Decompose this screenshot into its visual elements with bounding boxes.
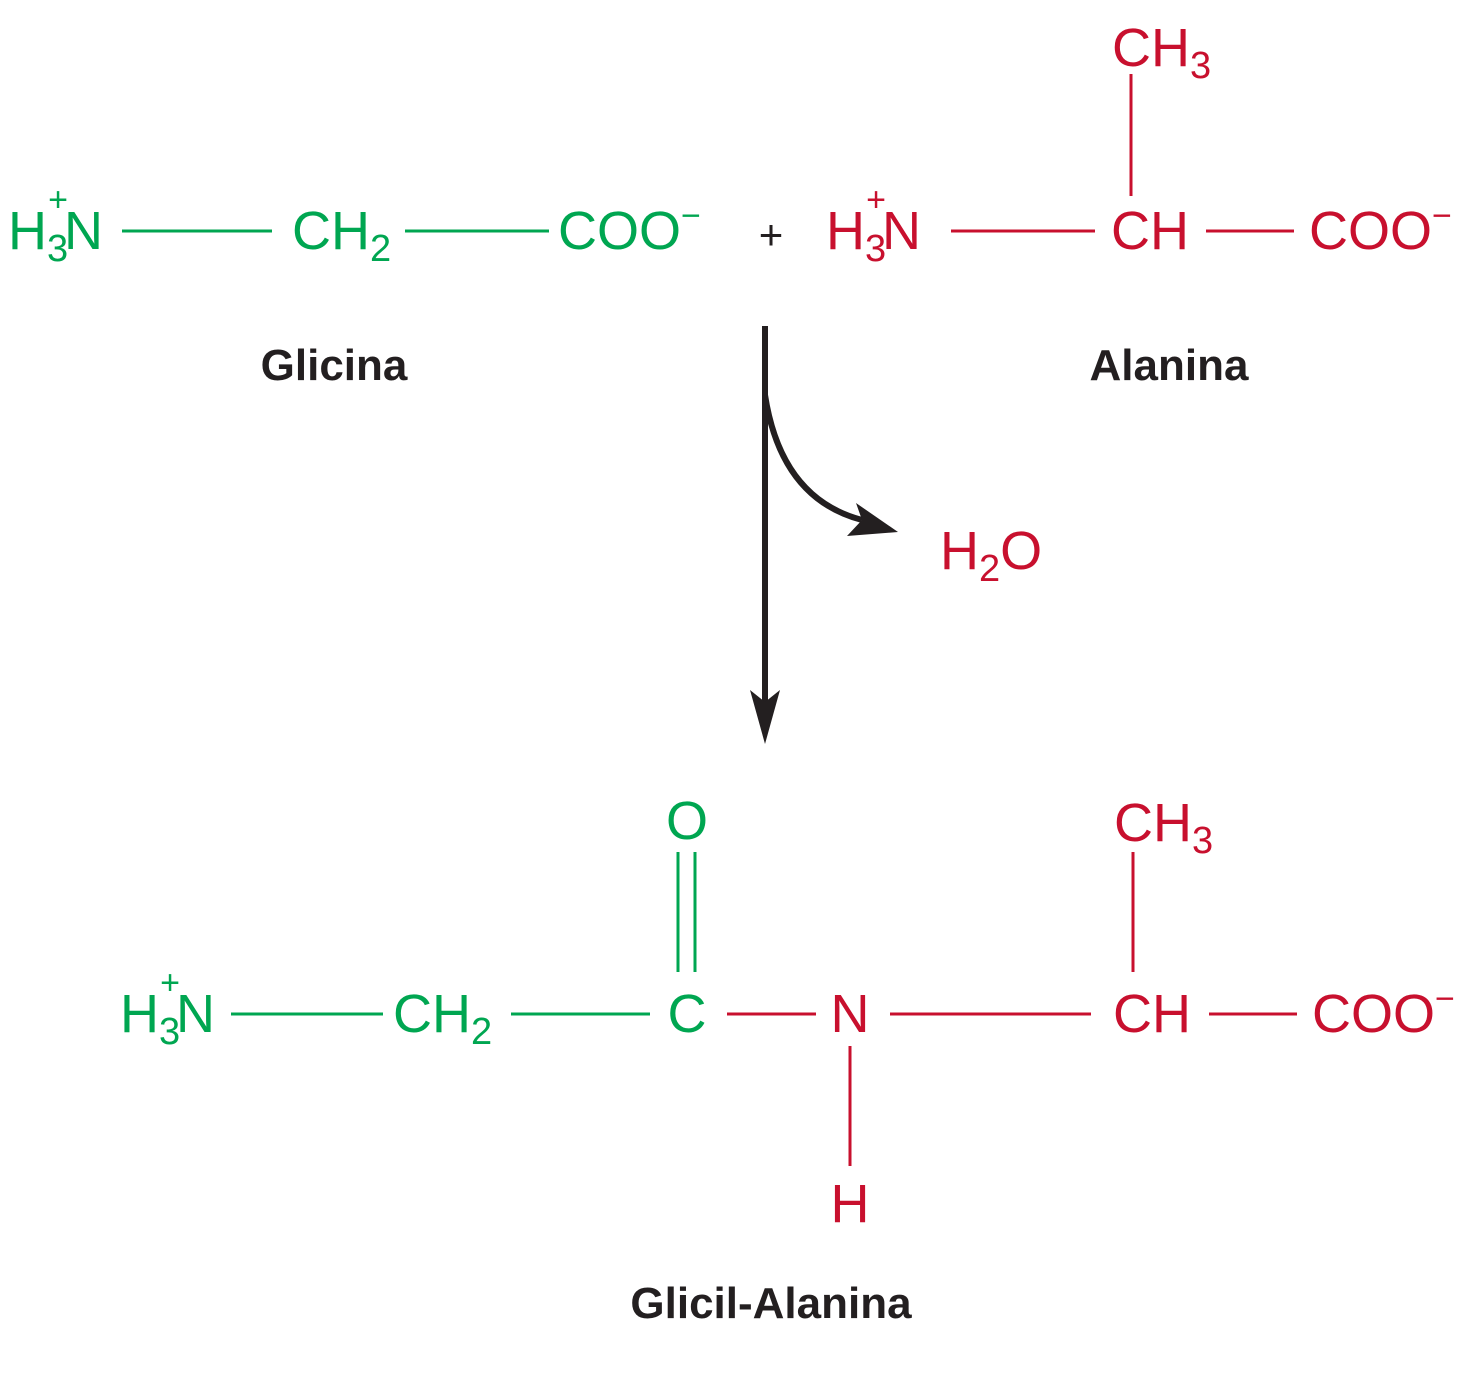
product-amide-nitrogen: N bbox=[831, 984, 870, 1044]
glycine-carboxyl-group: COO− bbox=[558, 197, 701, 261]
glycine-molecule: H3+N CH2 COO− bbox=[8, 181, 701, 270]
alanine-amino-group: H3+N bbox=[826, 181, 921, 270]
product-amide-hydrogen: H bbox=[831, 1174, 870, 1234]
alanine-alpha-ch: CH bbox=[1111, 201, 1189, 261]
water-byproduct: H2O bbox=[940, 521, 1042, 590]
reaction-plus-sign: + bbox=[759, 211, 784, 258]
reaction-arrow-head bbox=[750, 690, 780, 744]
reaction-arrow bbox=[750, 326, 898, 744]
glycine-ch2-group: CH2 bbox=[292, 201, 391, 270]
alanine-molecule: H3+N CH3 CH COO− bbox=[826, 18, 1452, 270]
product-amino-group: H3+N bbox=[120, 964, 215, 1053]
product-methyl-group: CH3 bbox=[1114, 793, 1213, 862]
water-release-curve bbox=[762, 394, 863, 523]
alanine-name-label: Alanina bbox=[1090, 341, 1249, 390]
alanine-carboxyl-group: COO− bbox=[1309, 197, 1452, 261]
product-carboxyl-group: COO− bbox=[1312, 980, 1455, 1044]
glycine-name-label: Glicina bbox=[261, 341, 408, 390]
dipeptide-molecule: H3+N CH2 O C N H CH3 CH COO− bbox=[120, 791, 1455, 1234]
glycine-amino-h: H bbox=[8, 201, 47, 261]
product-alpha-ch: CH bbox=[1113, 984, 1191, 1044]
product-ch2-group: CH2 bbox=[393, 984, 492, 1053]
alanine-methyl-group: CH3 bbox=[1112, 18, 1211, 87]
dipeptide-name-label: Glicil-Alanina bbox=[630, 1279, 912, 1328]
glycine-amino-group: H3+N bbox=[8, 181, 103, 270]
product-carbonyl-oxygen: O bbox=[666, 791, 708, 851]
product-carbonyl-carbon: C bbox=[668, 984, 707, 1044]
water-release-arrow-head bbox=[847, 503, 898, 536]
